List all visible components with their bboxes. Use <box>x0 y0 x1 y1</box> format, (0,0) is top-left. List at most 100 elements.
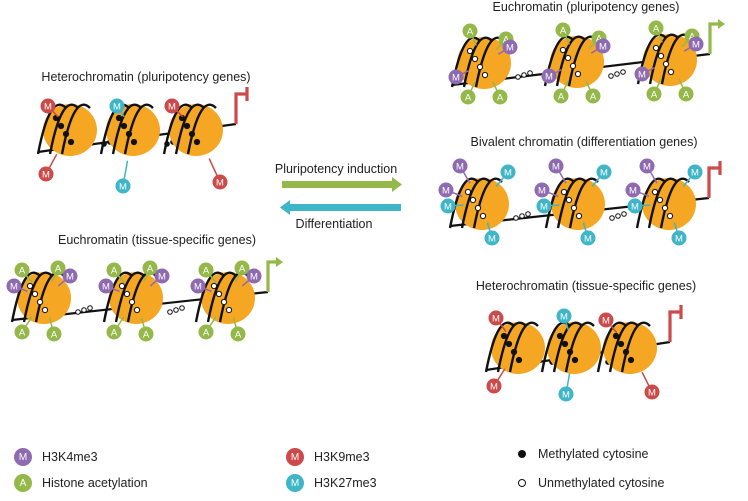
legend-methylated-label: Methylated cytosine <box>538 447 649 461</box>
h3k9me3-mark-letter: M <box>168 102 176 113</box>
legend-acetylation-label: Histone acetylation <box>42 476 148 490</box>
unmethylated-cytosine <box>41 306 49 314</box>
acetylation-mark-letter: A <box>203 266 210 277</box>
methylated-cytosine <box>193 138 201 146</box>
methylated-cytosine <box>57 122 65 130</box>
h3k4me3-mark <box>438 182 454 198</box>
unmethylated-cytosine <box>569 62 577 70</box>
h3k4me3-mark-letter: M <box>538 186 546 197</box>
h3k4me3-mark <box>190 278 206 294</box>
h3k4me3-mark-letter: M <box>442 186 450 197</box>
acetylation-mark-letter: A <box>467 27 474 38</box>
h3k27me3-mark-letter: M <box>691 168 699 179</box>
legend-h3k4me3-label: H3K4me3 <box>42 450 98 464</box>
acetylation-mark-letter: A <box>19 328 26 339</box>
h3k27me3-mark-letter: M <box>540 202 548 213</box>
legend-h3k27me3: M H3K27me3 <box>286 474 377 492</box>
unmethylated-cytosine <box>651 188 659 196</box>
h3k4me3-mark <box>502 39 518 55</box>
active-tss-arrow <box>266 260 276 292</box>
h3k4me3-mark <box>639 158 655 174</box>
h3k4me3-mark-letter: M <box>643 162 651 173</box>
unmethylated-cytosine <box>560 188 568 196</box>
methylated-cytosine <box>556 332 564 340</box>
h3k9me3-mark-letter: M <box>216 178 224 189</box>
h3k9me3-mark <box>40 98 56 114</box>
h3k27me3-mark <box>500 164 516 180</box>
unmethylated-cytosine <box>570 204 578 212</box>
unmethylated-cytosine <box>31 290 39 298</box>
h3k4me3-mark-letter: M <box>102 282 110 293</box>
h3k4me3-mark-letter: M <box>158 272 166 283</box>
unmethylated-cytosine <box>466 47 474 55</box>
acetylation-mark <box>50 260 66 276</box>
h3k4me3-mark <box>448 69 464 85</box>
h3k4me3-mark <box>246 268 262 284</box>
h3k4me3-mark <box>625 182 641 198</box>
h3k9me3-mark <box>488 310 504 326</box>
h3k4me3-mark <box>534 182 550 198</box>
h3k27me3-icon: M <box>286 474 304 492</box>
h3k4me3-mark <box>154 268 170 284</box>
acetylation-mark-letter: A <box>596 34 603 45</box>
methylated-cytosine <box>120 122 128 130</box>
h3k4me3-mark-letter: M <box>629 186 637 197</box>
unmethylated-cytosine <box>481 71 489 79</box>
unmethylated-cytosine <box>471 55 479 63</box>
methylated-cytosine <box>510 348 518 356</box>
h3k4me3-mark-letter: M <box>10 282 18 293</box>
acetylation-mark-letter: A <box>51 330 58 341</box>
acetylation-mark-letter: A <box>111 328 118 339</box>
h3k9me3-mark-letter: M <box>648 388 656 399</box>
unmethylated-cytosine <box>464 188 472 196</box>
acetylation-mark-letter: A <box>203 328 210 339</box>
h3k9me3-mark <box>212 174 228 190</box>
acetylation-mark-letter: A <box>143 330 150 341</box>
methylated-cytosine <box>500 332 508 340</box>
h3k27me3-mark <box>115 178 131 194</box>
h3k4me3-mark <box>62 268 78 284</box>
h3k27me3-mark-letter: M <box>113 102 121 113</box>
unmethylated-cytosine <box>474 204 482 212</box>
h3k27me3-mark <box>558 386 574 402</box>
acetylation-mark-letter: A <box>558 92 565 103</box>
h3k9me3-mark <box>38 166 54 182</box>
h3k4me3-mark <box>98 278 114 294</box>
legend-h3k4me3: M H3K4me3 <box>14 448 98 466</box>
methylated-cytosine <box>617 340 625 348</box>
h3k4me3-mark <box>634 66 650 82</box>
unmethylated-cytosine <box>210 282 218 290</box>
h3k27me3-mark <box>687 164 703 180</box>
unmethylated-cytosine <box>225 306 233 314</box>
acetylation-mark-letter: A <box>651 90 658 101</box>
h3k4me3-mark-letter: M <box>692 40 700 51</box>
h3k4me3-mark <box>595 38 611 54</box>
legend-unmethylated-label: Unmethylated cytosine <box>538 476 665 490</box>
h3k4me3-icon: M <box>14 448 32 466</box>
h3k4me3-mark-letter: M <box>506 43 514 54</box>
h3k27me3-mark-letter: M <box>444 202 452 213</box>
acetylation-mark-letter: A <box>147 264 154 275</box>
acetylation-mark <box>138 326 154 342</box>
acetylation-mark-letter: A <box>560 26 567 37</box>
h3k4me3-mark-letter: M <box>552 162 560 173</box>
unmethylated-cytosine <box>666 212 674 220</box>
acetylation-mark <box>648 20 664 36</box>
unmethylated-cytosine <box>575 212 583 220</box>
unmethylated-cytosine <box>476 63 484 71</box>
acetylation-mark-letter: A <box>689 32 696 43</box>
acetylation-mark <box>46 326 62 342</box>
methylated-cytosine <box>130 138 138 146</box>
h3k27me3-mark <box>556 308 572 324</box>
h3k9me3-mark-letter: M <box>42 170 50 181</box>
h3k4me3-mark <box>541 68 557 84</box>
unmethylated-cytosine <box>661 204 669 212</box>
h3k9me3-mark <box>644 384 660 400</box>
h3k4me3-mark-letter: M <box>66 272 74 283</box>
methylated-cytosine <box>62 130 70 138</box>
